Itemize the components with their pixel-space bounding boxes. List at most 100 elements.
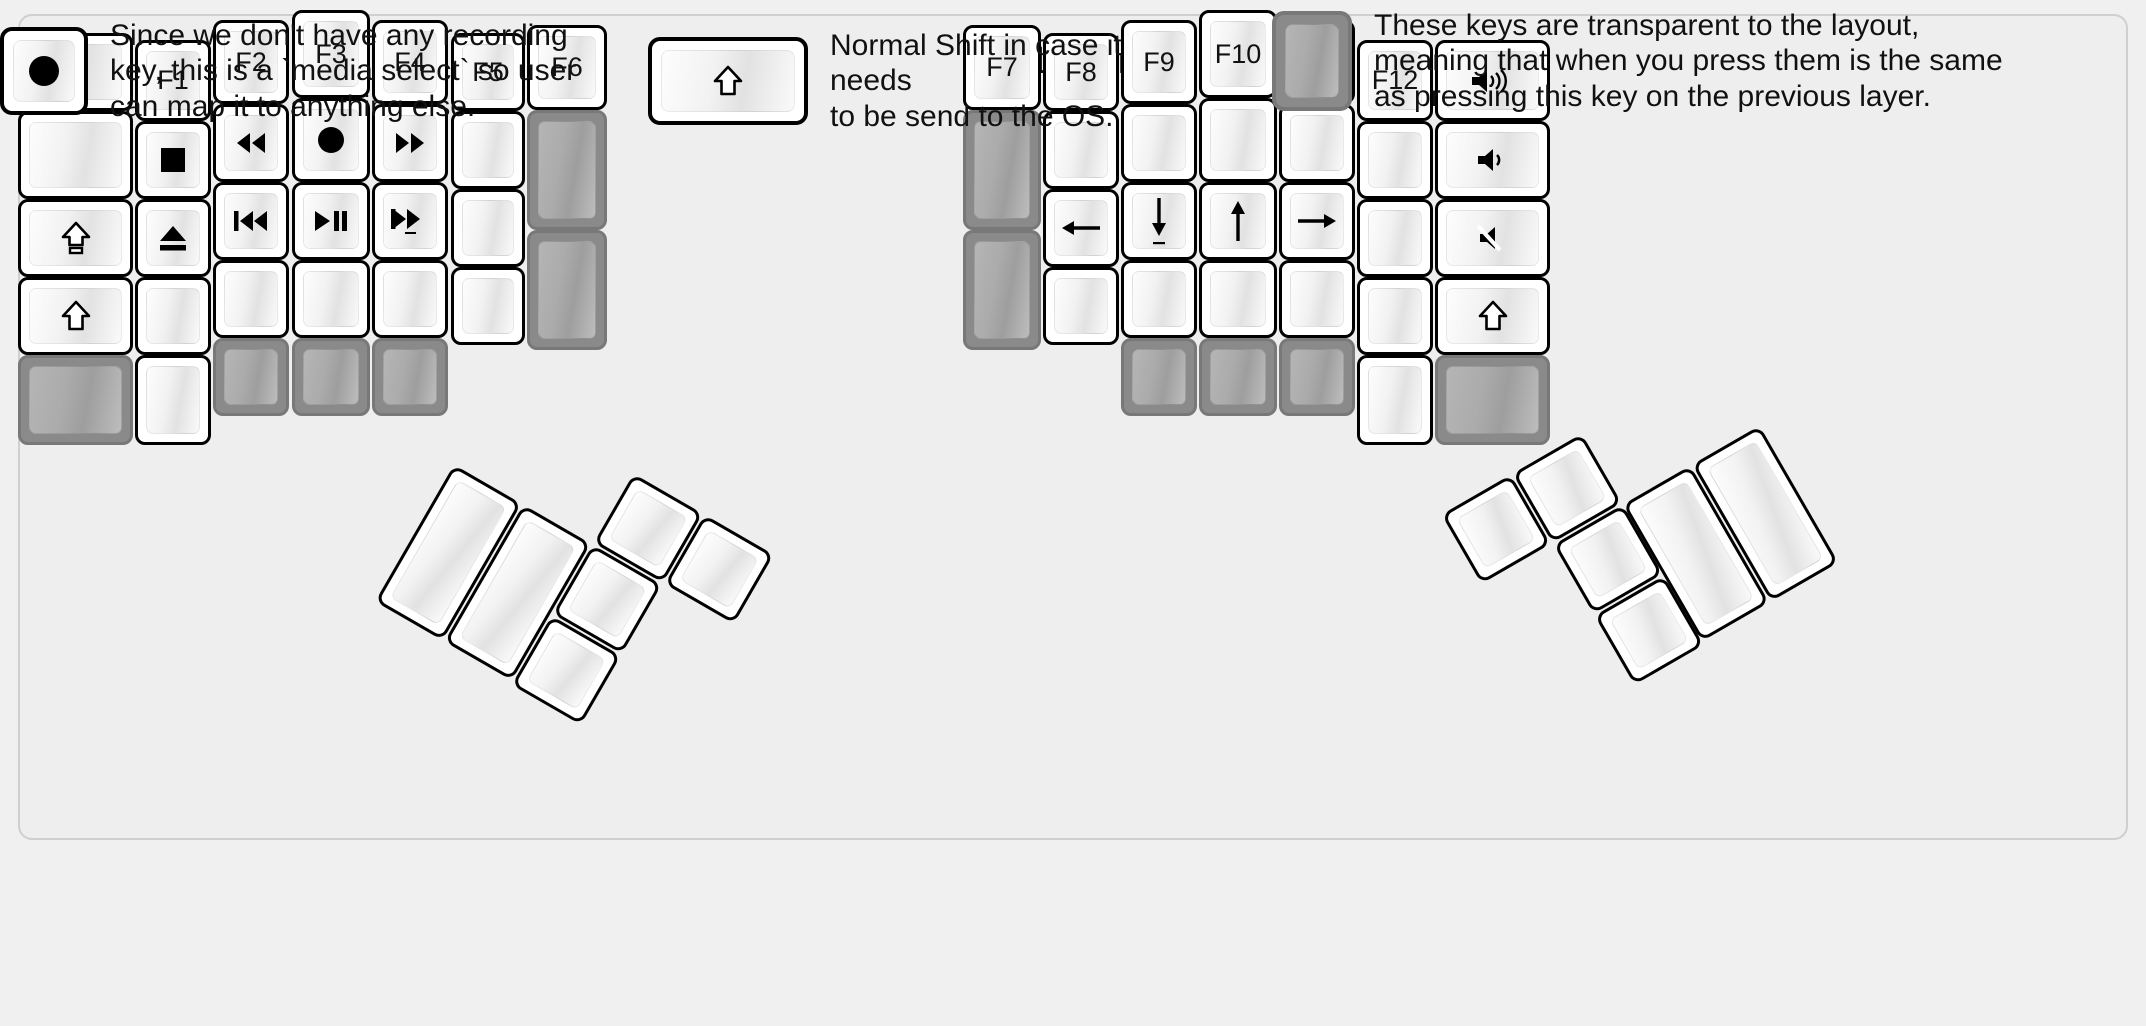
right-col-index-key-5[interactable] xyxy=(1121,338,1197,416)
arrow-right-icon xyxy=(1296,209,1338,233)
keycap-face xyxy=(538,241,596,339)
left-col-inner-2-key-2[interactable] xyxy=(527,110,607,230)
legend-key-transparent xyxy=(1272,11,1352,112)
keycap-face xyxy=(303,349,359,405)
left-col-middle-key-3[interactable] xyxy=(292,182,370,260)
keycap-face xyxy=(383,115,437,171)
keycap-face xyxy=(1290,349,1344,405)
key-label: F3 xyxy=(315,38,347,69)
right-col-middle-key-4[interactable] xyxy=(1199,260,1277,338)
right-col-pinky-outer-key-1[interactable] xyxy=(1435,40,1550,121)
left-col-inner-1-key-1[interactable]: F5 xyxy=(451,33,525,111)
keycap-face: F9 xyxy=(1132,31,1186,93)
keycap-face xyxy=(303,271,359,327)
left-col-inner-1-key-4[interactable] xyxy=(451,267,525,345)
right-col-pinky-outer-key-2[interactable] xyxy=(1435,121,1550,199)
left-col-inner-1-key-3[interactable] xyxy=(451,189,525,267)
left-col-inner-1-key-2[interactable] xyxy=(451,111,525,189)
keycap-face xyxy=(462,278,514,334)
left-col-ring-key-1[interactable]: F2 xyxy=(213,20,289,104)
right-col-ring-key-4[interactable] xyxy=(1279,260,1355,338)
right-col-middle-key-2[interactable] xyxy=(1199,98,1277,182)
right-col-pinky-key-5[interactable] xyxy=(1357,355,1433,445)
left-col-pinky-key-5[interactable] xyxy=(135,355,211,445)
shift-icon xyxy=(1478,299,1508,333)
left-col-pinky-key-3[interactable] xyxy=(135,199,211,277)
key-label: F10 xyxy=(1214,38,1262,69)
left-col-pinky-key-2[interactable] xyxy=(135,121,211,199)
right-col-index-key-3[interactable] xyxy=(1121,182,1197,260)
right-col-pinky-outer-key-4[interactable] xyxy=(1435,277,1550,355)
keycap-face: F8 xyxy=(1054,44,1108,100)
right-col-inner-1-key-3[interactable] xyxy=(1043,189,1119,267)
right-col-pinky-key-3[interactable] xyxy=(1357,199,1433,277)
keycap-face xyxy=(1368,366,1422,434)
keycap-face: F4 xyxy=(383,31,437,93)
left-col-inner-2-key-1[interactable]: F6 xyxy=(527,25,607,110)
right-col-inner-2-key-2[interactable] xyxy=(963,110,1041,230)
left-col-middle-key-2[interactable] xyxy=(292,98,370,182)
right-col-inner-1-key-2[interactable] xyxy=(1043,111,1119,189)
key-label: F9 xyxy=(1143,46,1175,77)
legend-key-record xyxy=(0,27,88,116)
keycap-face xyxy=(1132,115,1186,171)
right-col-pinky-key-1[interactable]: F12 xyxy=(1357,40,1433,121)
right-col-ring-key-3[interactable] xyxy=(1279,182,1355,260)
right-col-ring-key-5[interactable] xyxy=(1279,338,1355,416)
keycap-face xyxy=(224,271,278,327)
left-col-middle-key-1[interactable]: F3 xyxy=(292,10,370,98)
legend-text-shift: Normal Shift in case it needs to be send… xyxy=(830,29,1122,133)
keycap-face xyxy=(1446,132,1539,188)
keycap-face xyxy=(538,121,596,219)
keycap-face xyxy=(608,488,688,568)
keycap-face xyxy=(29,122,122,188)
left-col-pinky-key-4[interactable] xyxy=(135,277,211,355)
left-col-pinky-key-1[interactable]: F1 xyxy=(135,40,211,121)
volume-mute-icon xyxy=(1476,224,1510,252)
left-col-pinky-outer-key-2[interactable] xyxy=(18,111,133,199)
media-play-pause-icon xyxy=(313,210,349,232)
left-col-pinky-outer-key-4[interactable] xyxy=(18,277,133,355)
right-col-middle-key-3[interactable] xyxy=(1199,182,1277,260)
right-col-pinky-outer-key-3[interactable] xyxy=(1435,199,1550,277)
left-col-index-key-5[interactable] xyxy=(372,338,448,416)
legend-key-shift xyxy=(648,37,808,126)
right-col-middle-key-5[interactable] xyxy=(1199,338,1277,416)
right-col-inner-1-key-4[interactable] xyxy=(1043,267,1119,345)
keycap-face xyxy=(1290,115,1344,171)
right-col-index-key-4[interactable] xyxy=(1121,260,1197,338)
keycap-face: F3 xyxy=(303,21,359,87)
right-col-ring-key-2[interactable] xyxy=(1279,104,1355,182)
right-col-inner-2-key-3[interactable] xyxy=(963,230,1041,350)
keycap-face xyxy=(1210,193,1266,249)
right-col-inner-2-key-1[interactable]: F7 xyxy=(963,25,1041,110)
left-col-pinky-outer-key-5[interactable] xyxy=(18,355,133,445)
right-col-index-key-2[interactable] xyxy=(1121,104,1197,182)
right-col-inner-1-key-1[interactable]: F8 xyxy=(1043,33,1119,111)
key-label: F5 xyxy=(472,56,504,87)
right-col-index-key-1[interactable]: F9 xyxy=(1121,20,1197,104)
left-col-pinky-outer-key-3[interactable] xyxy=(18,199,133,277)
left-col-index-key-3[interactable] xyxy=(372,182,448,260)
left-col-index-key-1[interactable]: F4 xyxy=(372,20,448,104)
left-col-middle-key-5[interactable] xyxy=(292,338,370,416)
media-record-icon xyxy=(29,56,59,87)
right-col-middle-key-1[interactable]: F10 xyxy=(1199,10,1277,98)
left-col-middle-key-4[interactable] xyxy=(292,260,370,338)
keycap-face xyxy=(1456,489,1536,569)
left-col-index-key-2[interactable] xyxy=(372,104,448,182)
keycap-face xyxy=(1290,193,1344,249)
keycap-face xyxy=(383,271,437,327)
keycap-face xyxy=(1132,349,1186,405)
left-col-index-key-4[interactable] xyxy=(372,260,448,338)
right-col-pinky-outer-key-5[interactable] xyxy=(1435,355,1550,445)
key-label: F6 xyxy=(551,52,583,82)
right-col-pinky-key-2[interactable] xyxy=(1357,121,1433,199)
left-col-ring-key-2[interactable] xyxy=(213,104,289,182)
right-col-pinky-key-4[interactable] xyxy=(1357,277,1433,355)
left-col-ring-key-3[interactable] xyxy=(213,182,289,260)
key-label: F8 xyxy=(1065,56,1097,87)
left-col-ring-key-5[interactable] xyxy=(213,338,289,416)
left-col-inner-2-key-3[interactable] xyxy=(527,230,607,350)
left-col-ring-key-4[interactable] xyxy=(213,260,289,338)
